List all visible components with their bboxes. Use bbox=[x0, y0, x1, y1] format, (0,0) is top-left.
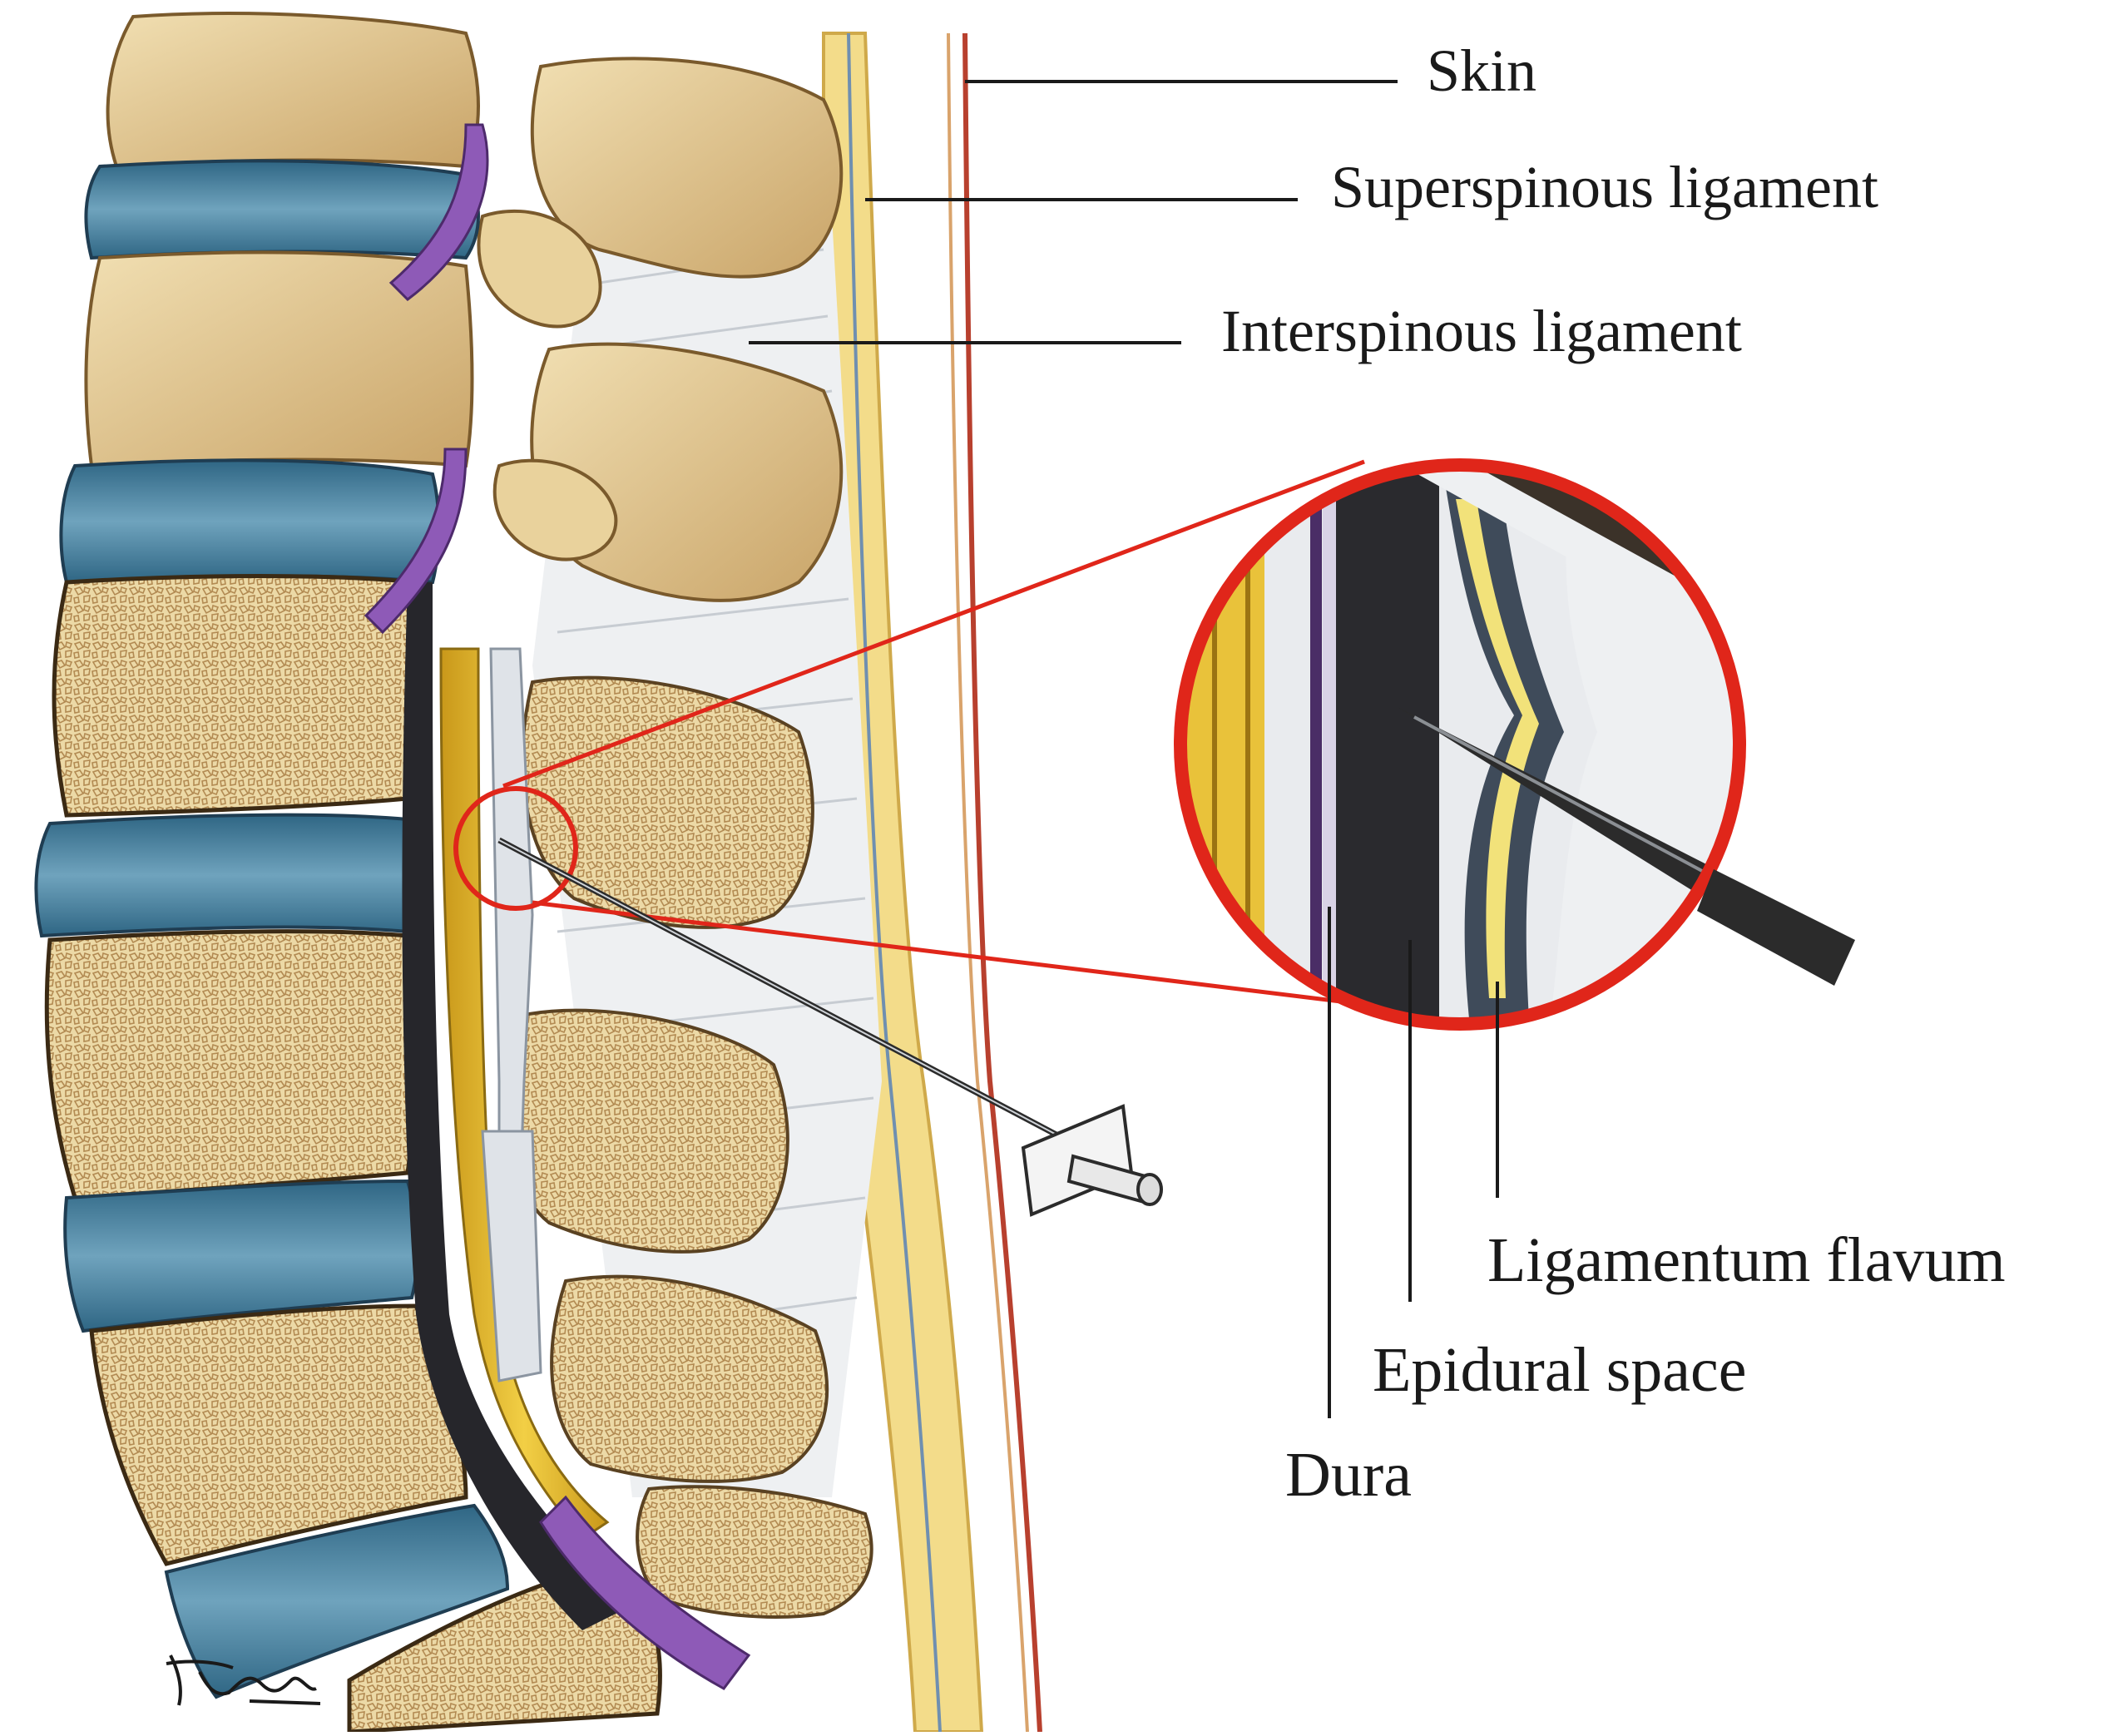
vertebral-column bbox=[34, 12, 662, 1734]
dura-label: Dura bbox=[1285, 1440, 1412, 1510]
leader-lines bbox=[749, 80, 1499, 1418]
skin-label: Skin bbox=[1427, 37, 1537, 104]
epidural-space-label: Epidural space bbox=[1373, 1335, 1747, 1405]
superspinous-ligament-label: Superspinous ligament bbox=[1331, 154, 1878, 220]
artist-signature bbox=[166, 1654, 321, 1706]
ligamentum-flavum-label: Ligamentum flavum bbox=[1487, 1225, 2006, 1295]
facet-joints bbox=[477, 209, 618, 561]
interspinous-ligament-label: Interspinous ligament bbox=[1221, 298, 1742, 364]
spinal-canal bbox=[364, 123, 751, 1690]
magnified-inset bbox=[1174, 458, 1855, 1031]
target-area-circle bbox=[453, 786, 578, 911]
zoom-connector-lines bbox=[502, 459, 1365, 1005]
epidural-needle bbox=[497, 837, 1163, 1217]
spinous-processes bbox=[504, 57, 873, 1619]
